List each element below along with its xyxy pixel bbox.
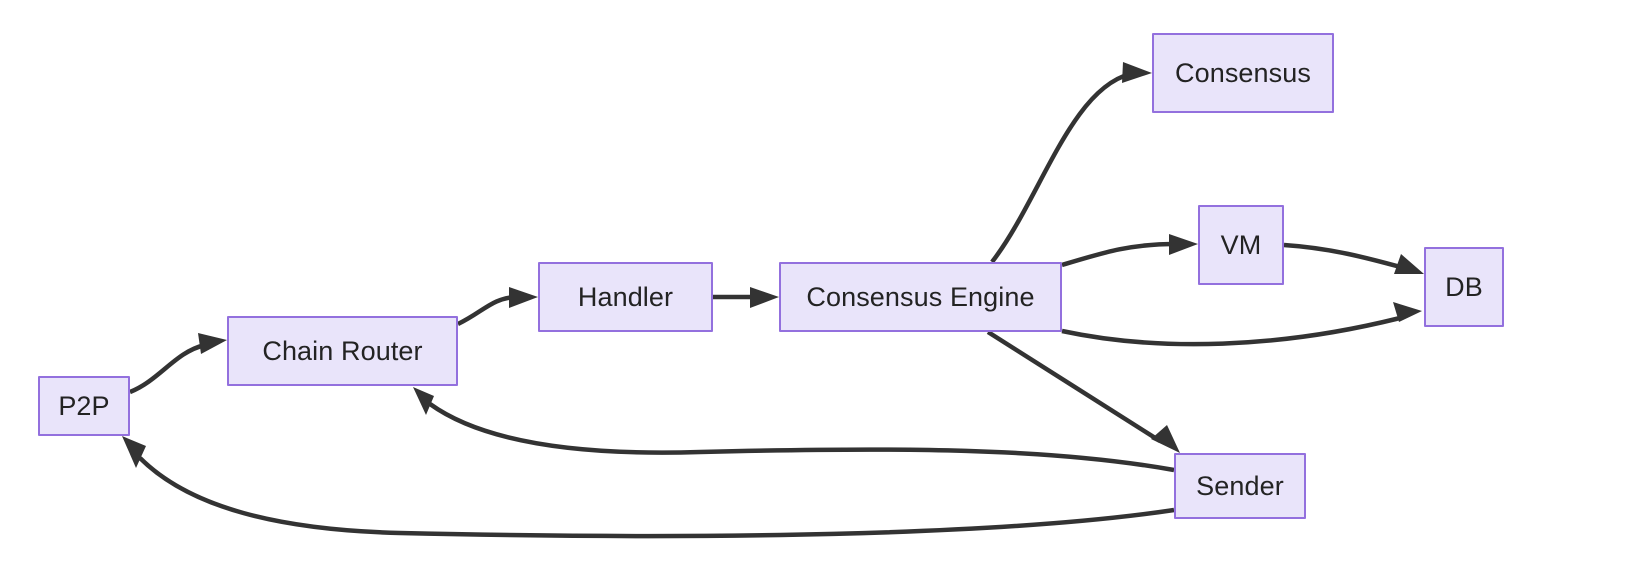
arrowhead-icon xyxy=(750,287,779,308)
edge-p2p-to-chain-router xyxy=(129,333,227,395)
arrowhead-icon xyxy=(1393,302,1422,322)
arrowhead-icon xyxy=(509,287,538,308)
node-sender[interactable]: Sender xyxy=(1174,453,1306,519)
arrowhead-icon xyxy=(1169,234,1198,255)
node-consensus-engine-label: Consensus Engine xyxy=(806,281,1035,312)
node-vm[interactable]: VM xyxy=(1198,205,1284,285)
arrowhead-icon xyxy=(198,333,227,354)
node-consensus[interactable]: Consensus xyxy=(1152,33,1334,113)
node-sender-label: Sender xyxy=(1196,470,1284,501)
edge-chain-router-to-handler xyxy=(457,287,538,327)
edge-consensus-engine-to-vm xyxy=(1061,234,1198,268)
node-handler[interactable]: Handler xyxy=(538,262,713,332)
edge-sender-to-chain-router xyxy=(413,387,1175,473)
edge-handler-to-consensus-engine xyxy=(713,287,779,308)
arrowhead-icon xyxy=(1151,425,1180,453)
edge-sender-to-p2p xyxy=(122,436,1175,539)
node-vm-label: VM xyxy=(1220,229,1262,260)
arrowhead-icon xyxy=(122,436,146,468)
node-chain-router[interactable]: Chain Router xyxy=(227,316,458,386)
edge-consensus-engine-to-consensus xyxy=(990,62,1152,264)
node-consensus-engine[interactable]: Consensus Engine xyxy=(779,262,1062,332)
node-p2p-label: P2P xyxy=(58,390,110,421)
edge-consensus-engine-to-sender xyxy=(986,330,1180,453)
node-handler-label: Handler xyxy=(577,281,674,312)
node-p2p[interactable]: P2P xyxy=(38,376,130,436)
arrowhead-icon xyxy=(413,387,434,415)
node-db[interactable]: DB xyxy=(1424,247,1504,327)
node-consensus-label: Consensus xyxy=(1175,57,1311,88)
arrowhead-icon xyxy=(1122,62,1152,83)
edge-consensus-engine-to-db xyxy=(1061,302,1422,347)
edge-vm-to-db xyxy=(1283,242,1424,274)
node-chain-router-label: Chain Router xyxy=(262,335,423,366)
arrowhead-icon xyxy=(1394,254,1424,274)
node-db-label: DB xyxy=(1445,271,1483,302)
